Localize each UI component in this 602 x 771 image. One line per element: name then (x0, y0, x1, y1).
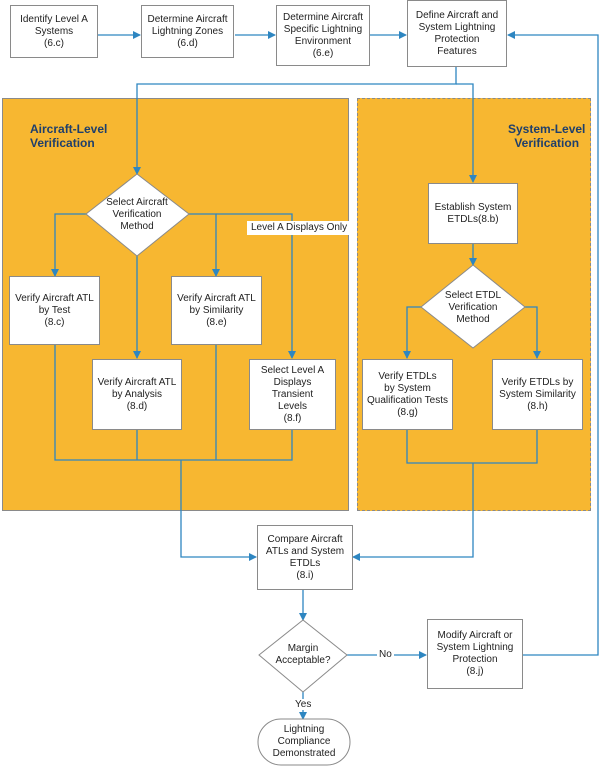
edge-etdl-method-similarity (525, 306, 541, 359)
identify-level-a-box: Identify Level A Systems (6.c) (10, 5, 98, 58)
lightning-compliance-label: Lightning Compliance Demonstrated (272, 724, 336, 759)
determine-lightning-environment-box: Determine Aircraft Specific Lightning En… (276, 5, 370, 66)
verify-atl-similarity-box: Verify Aircraft ATL by Similarity (8.e) (171, 276, 262, 345)
edge-define-establish-etdl (456, 83, 477, 183)
select-etdl-method-label: Select ETDL Verification Method (444, 290, 502, 325)
edge-method-displays (216, 213, 296, 359)
establish-system-etdls-box: Establish System ETDLs(8.b) (428, 183, 518, 244)
select-aircraft-method-label: Select Aircraft Verification Method (106, 197, 168, 232)
edge-system-collector (406, 430, 538, 464)
modify-protection-box: Modify Aircraft or System Lightning Prot… (427, 619, 523, 689)
edge-define-aircraft-method (133, 67, 457, 175)
determine-lightning-zones-box: Determine Aircraft Lightning Zones (6.d) (141, 5, 234, 58)
flow-label-yes: Yes (293, 699, 314, 710)
margin-diamond (258, 619, 348, 693)
edge-modify-define (507, 31, 599, 656)
select-etdl-method-diamond (420, 264, 526, 349)
verify-etdl-qualification-box: Verify ETDLs by System Qualification Tes… (362, 359, 453, 430)
margin-acceptable-label: Margin Acceptable? (275, 643, 331, 666)
flow-label-no: No (377, 649, 394, 660)
select-aircraft-method-diamond (85, 173, 190, 257)
compliance-terminal (257, 718, 351, 766)
level-a-displays-note: Level A Displays Only (247, 221, 352, 235)
select-displays-transient-box: Select Level A Displays Transient Levels… (249, 359, 336, 430)
verify-atl-test-box: Verify Aircraft ATL by Test (8.c) (9, 276, 100, 345)
edge-method-similarity (189, 213, 220, 277)
verify-atl-analysis-box: Verify Aircraft ATL by Analysis (8.d) (92, 359, 182, 430)
compare-atls-etdls-box: Compare Aircraft ATLs and System ETDLs (… (257, 525, 353, 590)
edge-method-test (51, 213, 86, 277)
aircraft-level-title: Aircraft-Level Verification (30, 122, 108, 150)
define-protection-features-box: Define Aircraft and System Lightning Pro… (407, 0, 507, 67)
edge-aircraft-collector (54, 345, 293, 461)
system-level-title: System-Level Verification (508, 122, 586, 150)
edge-aircraft-compare (180, 460, 257, 561)
edge-etdl-method-qual (403, 306, 421, 359)
edge-system-compare (352, 463, 474, 561)
verify-etdl-similarity-box: Verify ETDLs by System Similarity (8.h) (492, 359, 583, 430)
